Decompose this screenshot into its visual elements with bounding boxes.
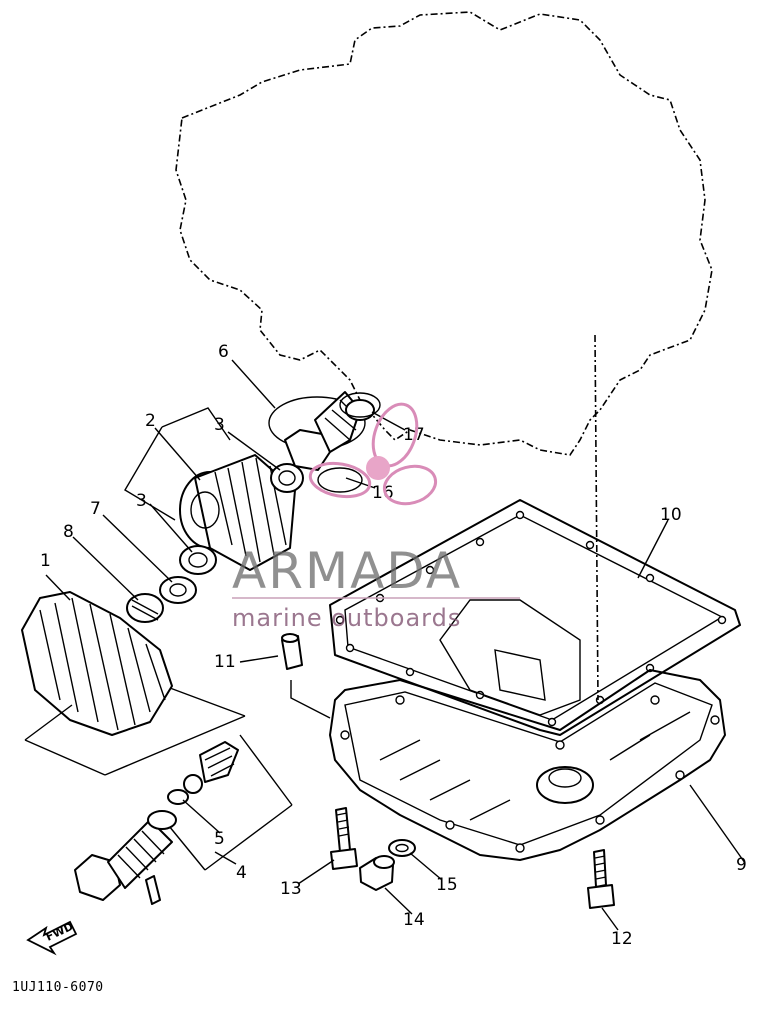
callout-15: 15 (436, 875, 458, 895)
dowel-pin (145, 875, 161, 905)
oil-filter-element (194, 454, 296, 571)
o-ring-17 (339, 392, 381, 418)
relief-valve-bracket (149, 734, 293, 871)
oil-strainer-boss-inner (548, 768, 582, 788)
armada-logo-icon (308, 402, 438, 506)
drain-washer-15 (388, 839, 416, 857)
oil-pan (329, 669, 726, 861)
pan-bolt-12-threads (594, 855, 607, 880)
oil-pan-baffle (494, 649, 546, 701)
callout-8: 8 (63, 522, 74, 542)
oil-pan-bolt-bosses (340, 695, 720, 853)
callout-3b: 3 (136, 491, 147, 511)
o-ring-3-upper-inner (278, 470, 296, 486)
oil-pan-rim-inner (344, 682, 713, 846)
drain-washer-15-inner (395, 843, 409, 853)
callout-7: 7 (90, 499, 101, 519)
callout-5: 5 (214, 829, 225, 849)
relief-valve-ball (183, 774, 203, 794)
watermark-tagline: marine outboards (232, 604, 461, 632)
spring-8 (126, 593, 164, 623)
callout-6: 6 (218, 342, 229, 362)
diagram-code: 1UJ110-6070 (12, 980, 104, 995)
fwd-arrow-icon: FWD (26, 920, 78, 956)
oil-pan-gasket-inner (344, 514, 724, 721)
element-bracket (124, 407, 231, 521)
o-ring-3-lower (179, 545, 217, 575)
callout-3a: 3 (214, 415, 225, 435)
engine-outline (175, 11, 713, 456)
washer-7-inner (169, 583, 187, 597)
oil-filter-bolt-hex (74, 854, 121, 901)
o-ring-3-upper (270, 463, 304, 493)
callout-17: 17 (403, 425, 425, 445)
oil-pan-sump (439, 599, 581, 716)
pan-bolt-12-head (587, 884, 615, 909)
oil-pan-gasket (329, 499, 741, 736)
callout-9: 9 (736, 855, 747, 875)
relief-valve-spring-coils (204, 747, 235, 777)
callout-2: 2 (145, 411, 156, 431)
dowel-pin-11-top (281, 633, 299, 643)
dowel-11-leader-line (290, 680, 331, 719)
oil-filter-bolt-threads (117, 830, 165, 879)
o-ring-3-lower-inner (188, 552, 208, 568)
callout-numbers: 1 2 3 3 4 5 6 7 8 9 10 11 12 13 14 15 16… (40, 342, 747, 949)
o-ring-16 (317, 467, 363, 493)
armada-watermark: ARMADA marine outboards (232, 402, 520, 632)
cover-bracket (24, 687, 246, 776)
watermark-brand: ARMADA (232, 542, 462, 600)
leader-lines (45, 359, 746, 931)
oil-filter-cover-fins (39, 597, 166, 731)
oil-strainer-boss (536, 766, 594, 804)
spring-8-coils (131, 599, 159, 621)
callout-11: 11 (214, 652, 236, 672)
oil-filter-bolt-shank (107, 819, 173, 889)
oil-filter-element-bore (190, 491, 220, 529)
union-bolt-tip (345, 399, 375, 421)
oil-filter-bolt-tip (147, 810, 177, 830)
oil-filter-pleats (214, 457, 287, 563)
engine-to-pan-centerline (594, 334, 599, 701)
callout-4: 4 (236, 863, 247, 883)
callout-14: 14 (403, 910, 425, 930)
washer-7 (159, 576, 197, 604)
drain-bolt-14-shank (373, 855, 395, 869)
callout-1: 1 (40, 551, 51, 571)
pan-bolt-13-head (330, 848, 358, 870)
callout-10: 10 (660, 505, 682, 525)
pan-bolt-13-threads (336, 812, 350, 837)
oil-pan-ribs (379, 711, 691, 821)
callout-12: 12 (611, 929, 633, 949)
callout-13: 13 (280, 879, 302, 899)
